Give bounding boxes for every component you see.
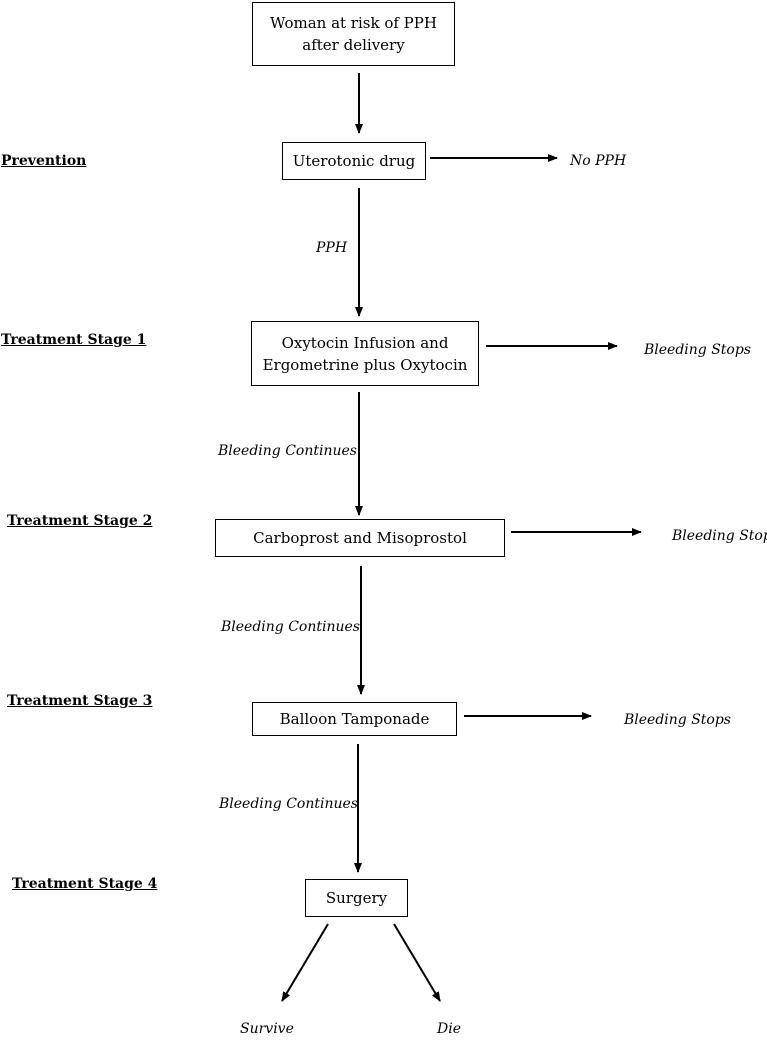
edge-label-continues-3: Bleeding Continues xyxy=(219,796,358,812)
arrow-surgery-to-survive xyxy=(281,923,329,1002)
start-box: Woman at risk of PPH after delivery xyxy=(252,2,455,66)
outcome-bleeding-stops-3: Bleeding Stops xyxy=(624,712,731,728)
stage-label-2: Treatment Stage 2 xyxy=(7,513,153,529)
stage-label-prevention: Prevention xyxy=(1,153,87,169)
uterotonic-drug-box: Uterotonic drug xyxy=(282,142,426,180)
stage-label-1: Treatment Stage 1 xyxy=(1,332,147,348)
stage2-treatment-box: Carboprost and Misoprostol xyxy=(215,519,505,557)
stage1-treatment-box: Oxytocin Infusion and Ergometrine plus O… xyxy=(251,321,479,386)
outcome-survive: Survive xyxy=(240,1021,294,1037)
stage-label-3: Treatment Stage 3 xyxy=(7,693,153,709)
stage-label-4: Treatment Stage 4 xyxy=(12,876,158,892)
stage3-treatment-box: Balloon Tamponade xyxy=(252,702,457,736)
edge-label-continues-1: Bleeding Continues xyxy=(218,443,357,459)
surgery-box: Surgery xyxy=(305,879,408,917)
outcome-no-pph: No PPH xyxy=(570,153,627,169)
outcome-bleeding-stops-2: Bleeding Stops xyxy=(672,528,767,544)
outcome-bleeding-stops-1: Bleeding Stops xyxy=(644,342,751,358)
arrow-surgery-to-die xyxy=(393,923,441,1002)
edge-label-continues-2: Bleeding Continues xyxy=(221,619,360,635)
outcome-die: Die xyxy=(437,1021,461,1037)
edge-label-pph: PPH xyxy=(316,240,348,256)
